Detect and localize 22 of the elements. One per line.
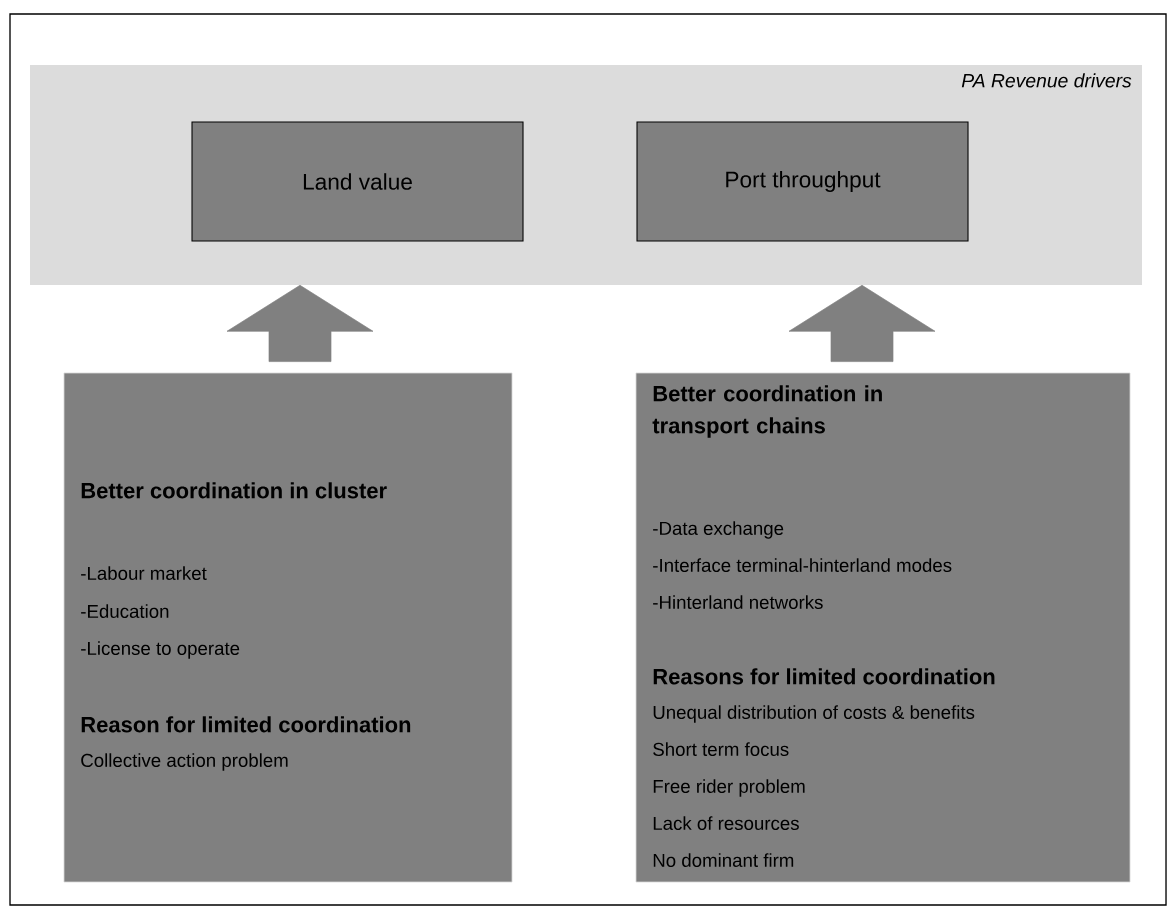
list-item: -Labour market: [81, 566, 207, 580]
list-item: -Interface terminal-hinterland modes: [653, 558, 952, 572]
text-panel: [635, 372, 1131, 883]
list-item: -License to operate: [81, 641, 240, 659]
panel-heading: Better coordination in transport chains: [652, 385, 882, 438]
text-panel: [63, 372, 513, 883]
panel-heading: Reasons for limited coordination: [653, 668, 995, 685]
panel-heading: Reason for limited coordination: [81, 716, 411, 733]
list-item: No dominant firm: [653, 853, 794, 867]
list-item: Collective action problem: [81, 753, 288, 771]
list-item: Short term focus: [653, 742, 789, 756]
block-arrow: [788, 284, 936, 362]
list-item: -Data exchange: [653, 521, 784, 539]
panel-heading: Better coordination in cluster: [81, 482, 387, 499]
list-item: Lack of resources: [653, 816, 799, 830]
list-item: -Hinterland networks: [653, 595, 823, 609]
list-item: Unequal distribution of costs & benefits: [653, 705, 975, 723]
list-item: -Education: [81, 604, 169, 618]
process-box: Land value: [191, 121, 524, 242]
list-item: Free rider problem: [653, 779, 805, 797]
process-box: Port throughput: [636, 121, 969, 242]
block-arrow: [226, 284, 374, 362]
